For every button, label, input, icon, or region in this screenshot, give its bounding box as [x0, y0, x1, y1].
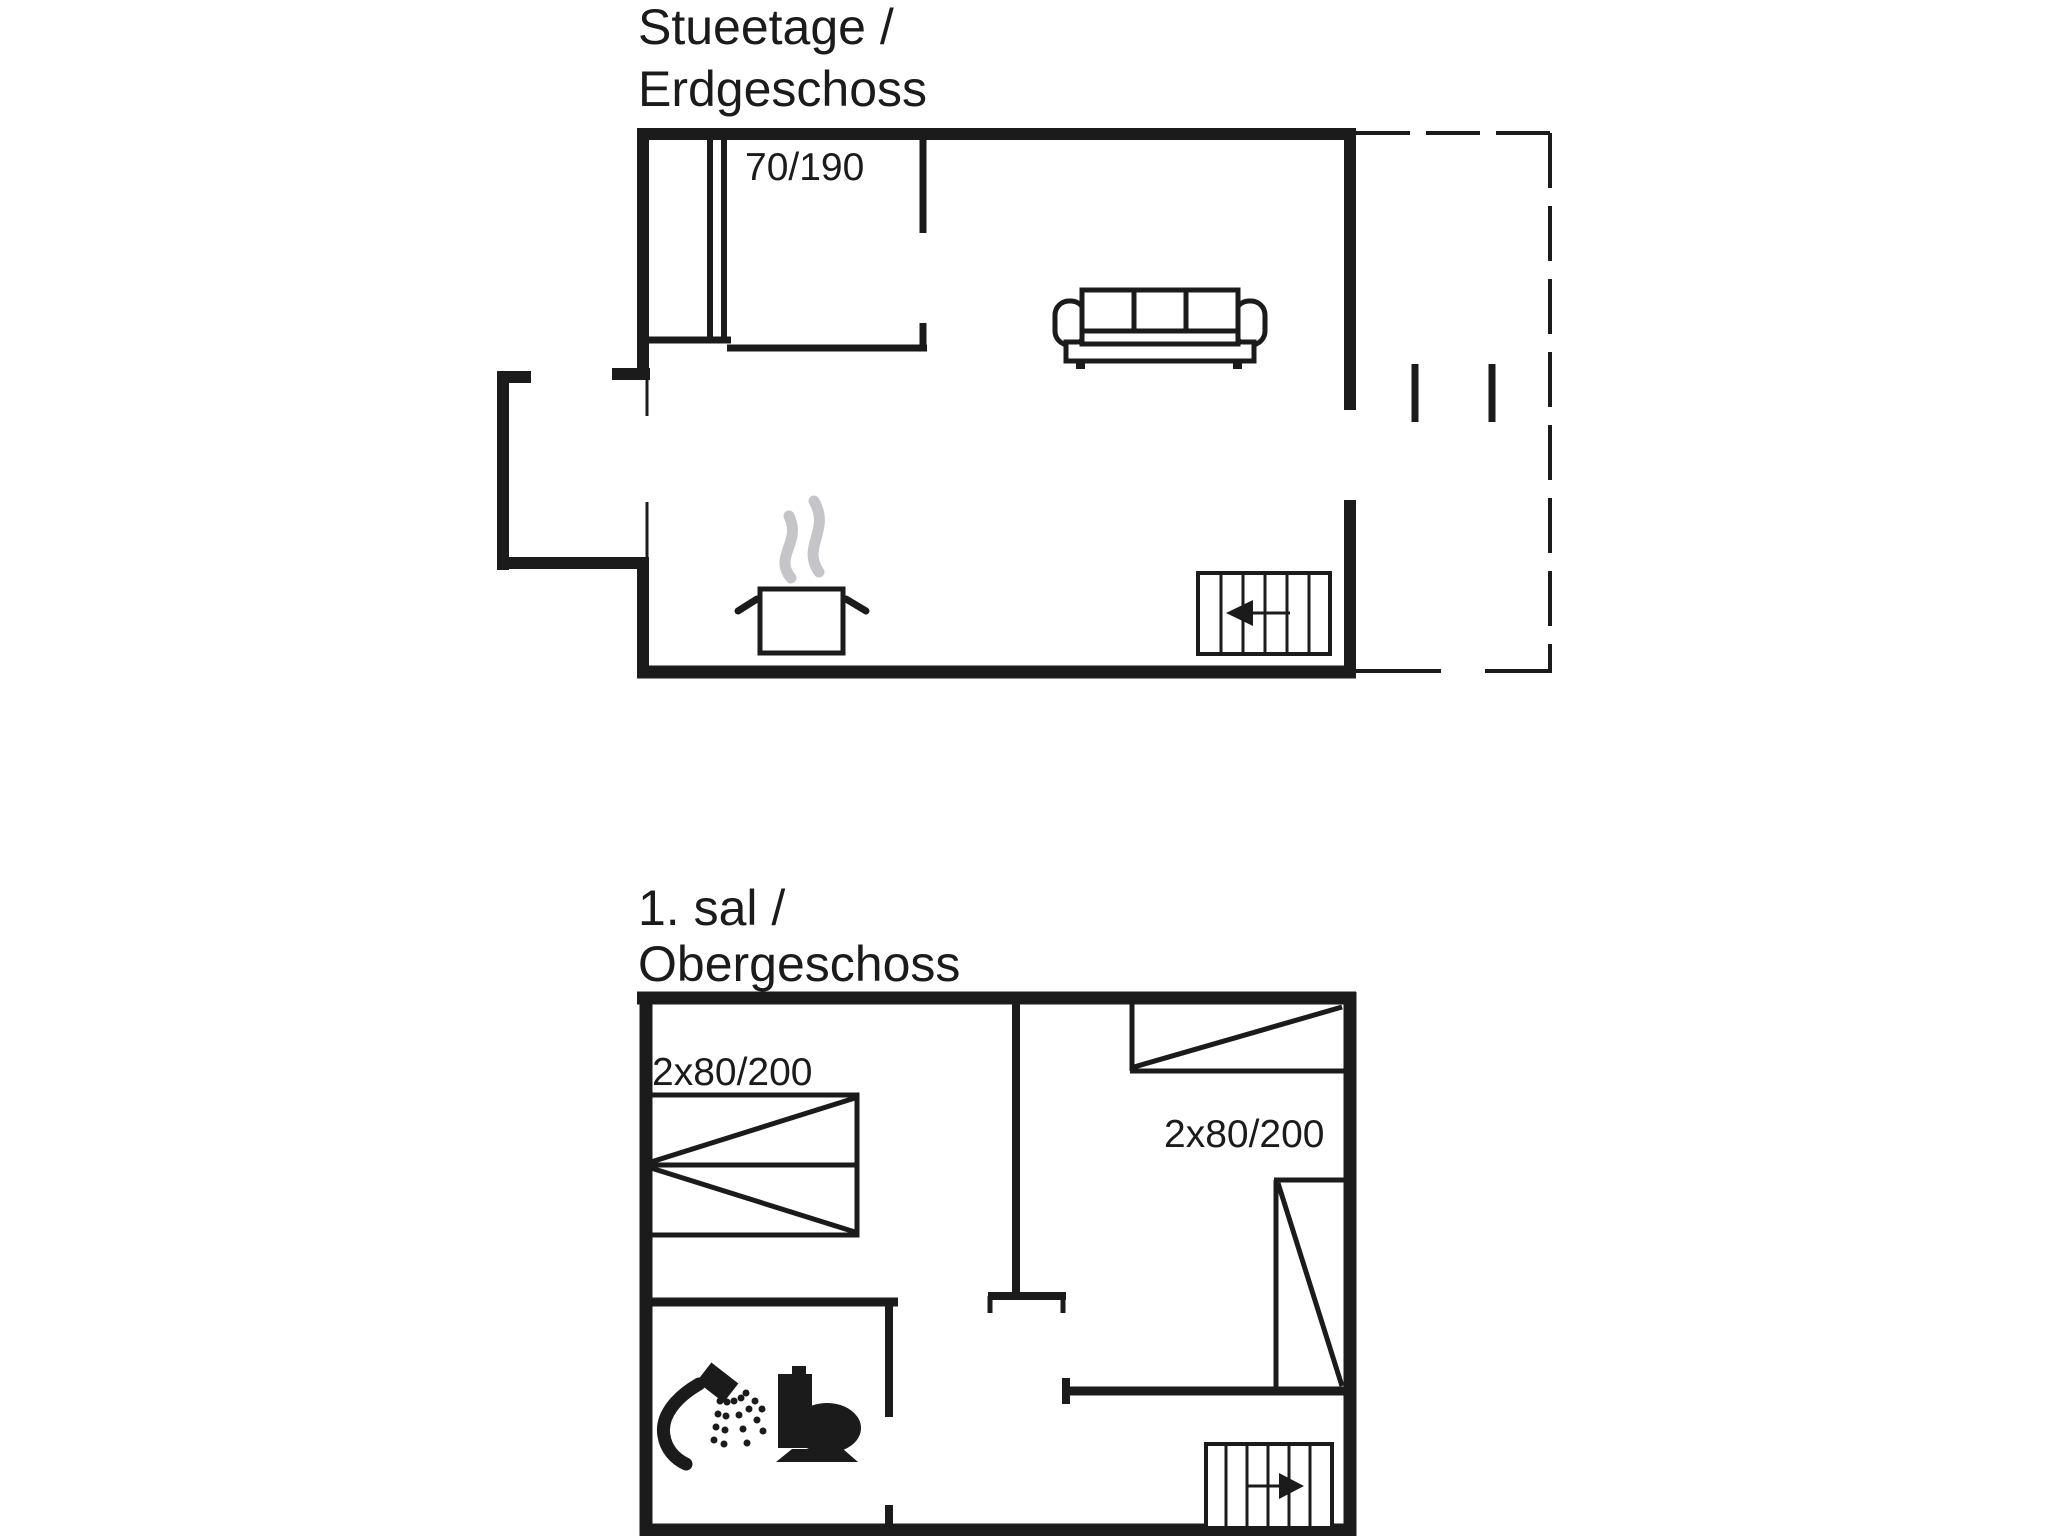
single-bed-top-icon — [1129, 1004, 1344, 1074]
ground-floor-title-line1: Stueetage / — [638, 0, 894, 55]
ground-floor-title-line2: Erdgeschoss — [638, 61, 927, 117]
steam-icon — [779, 495, 825, 584]
toilet-icon — [776, 1366, 861, 1462]
shower-icon — [656, 1362, 767, 1471]
first-floor-walls — [637, 991, 1357, 1536]
single-bed-right-icon — [1273, 1177, 1345, 1390]
sofa-icon — [1052, 287, 1268, 369]
ground-floor-walls — [497, 128, 1496, 679]
ground-floor-plan: Stueetage / Erdgeschoss — [497, 0, 1552, 679]
stair-arrow-left — [1226, 600, 1253, 626]
first-floor-bed-label-left: 2x80/200 — [652, 1051, 812, 1094]
ground-floor-bed-label: 70/190 — [745, 146, 864, 189]
first-floor-bed-label-right: 2x80/200 — [1164, 1113, 1324, 1156]
first-floor-plan: 1. sal / Obergeschoss — [637, 880, 1357, 1536]
terrace-dashed-outline — [1353, 131, 1552, 673]
first-floor-title-line1: 1. sal / — [638, 880, 785, 936]
staircase-down-icon — [1204, 1442, 1334, 1530]
shower-spray-dots — [710, 1389, 767, 1448]
stair-arrow-right — [1279, 1473, 1304, 1499]
double-bed-icon — [647, 1092, 860, 1238]
first-floor-title-line2: Obergeschoss — [638, 936, 960, 992]
cooking-pot-icon — [734, 586, 870, 656]
staircase-up-icon — [1196, 571, 1332, 656]
